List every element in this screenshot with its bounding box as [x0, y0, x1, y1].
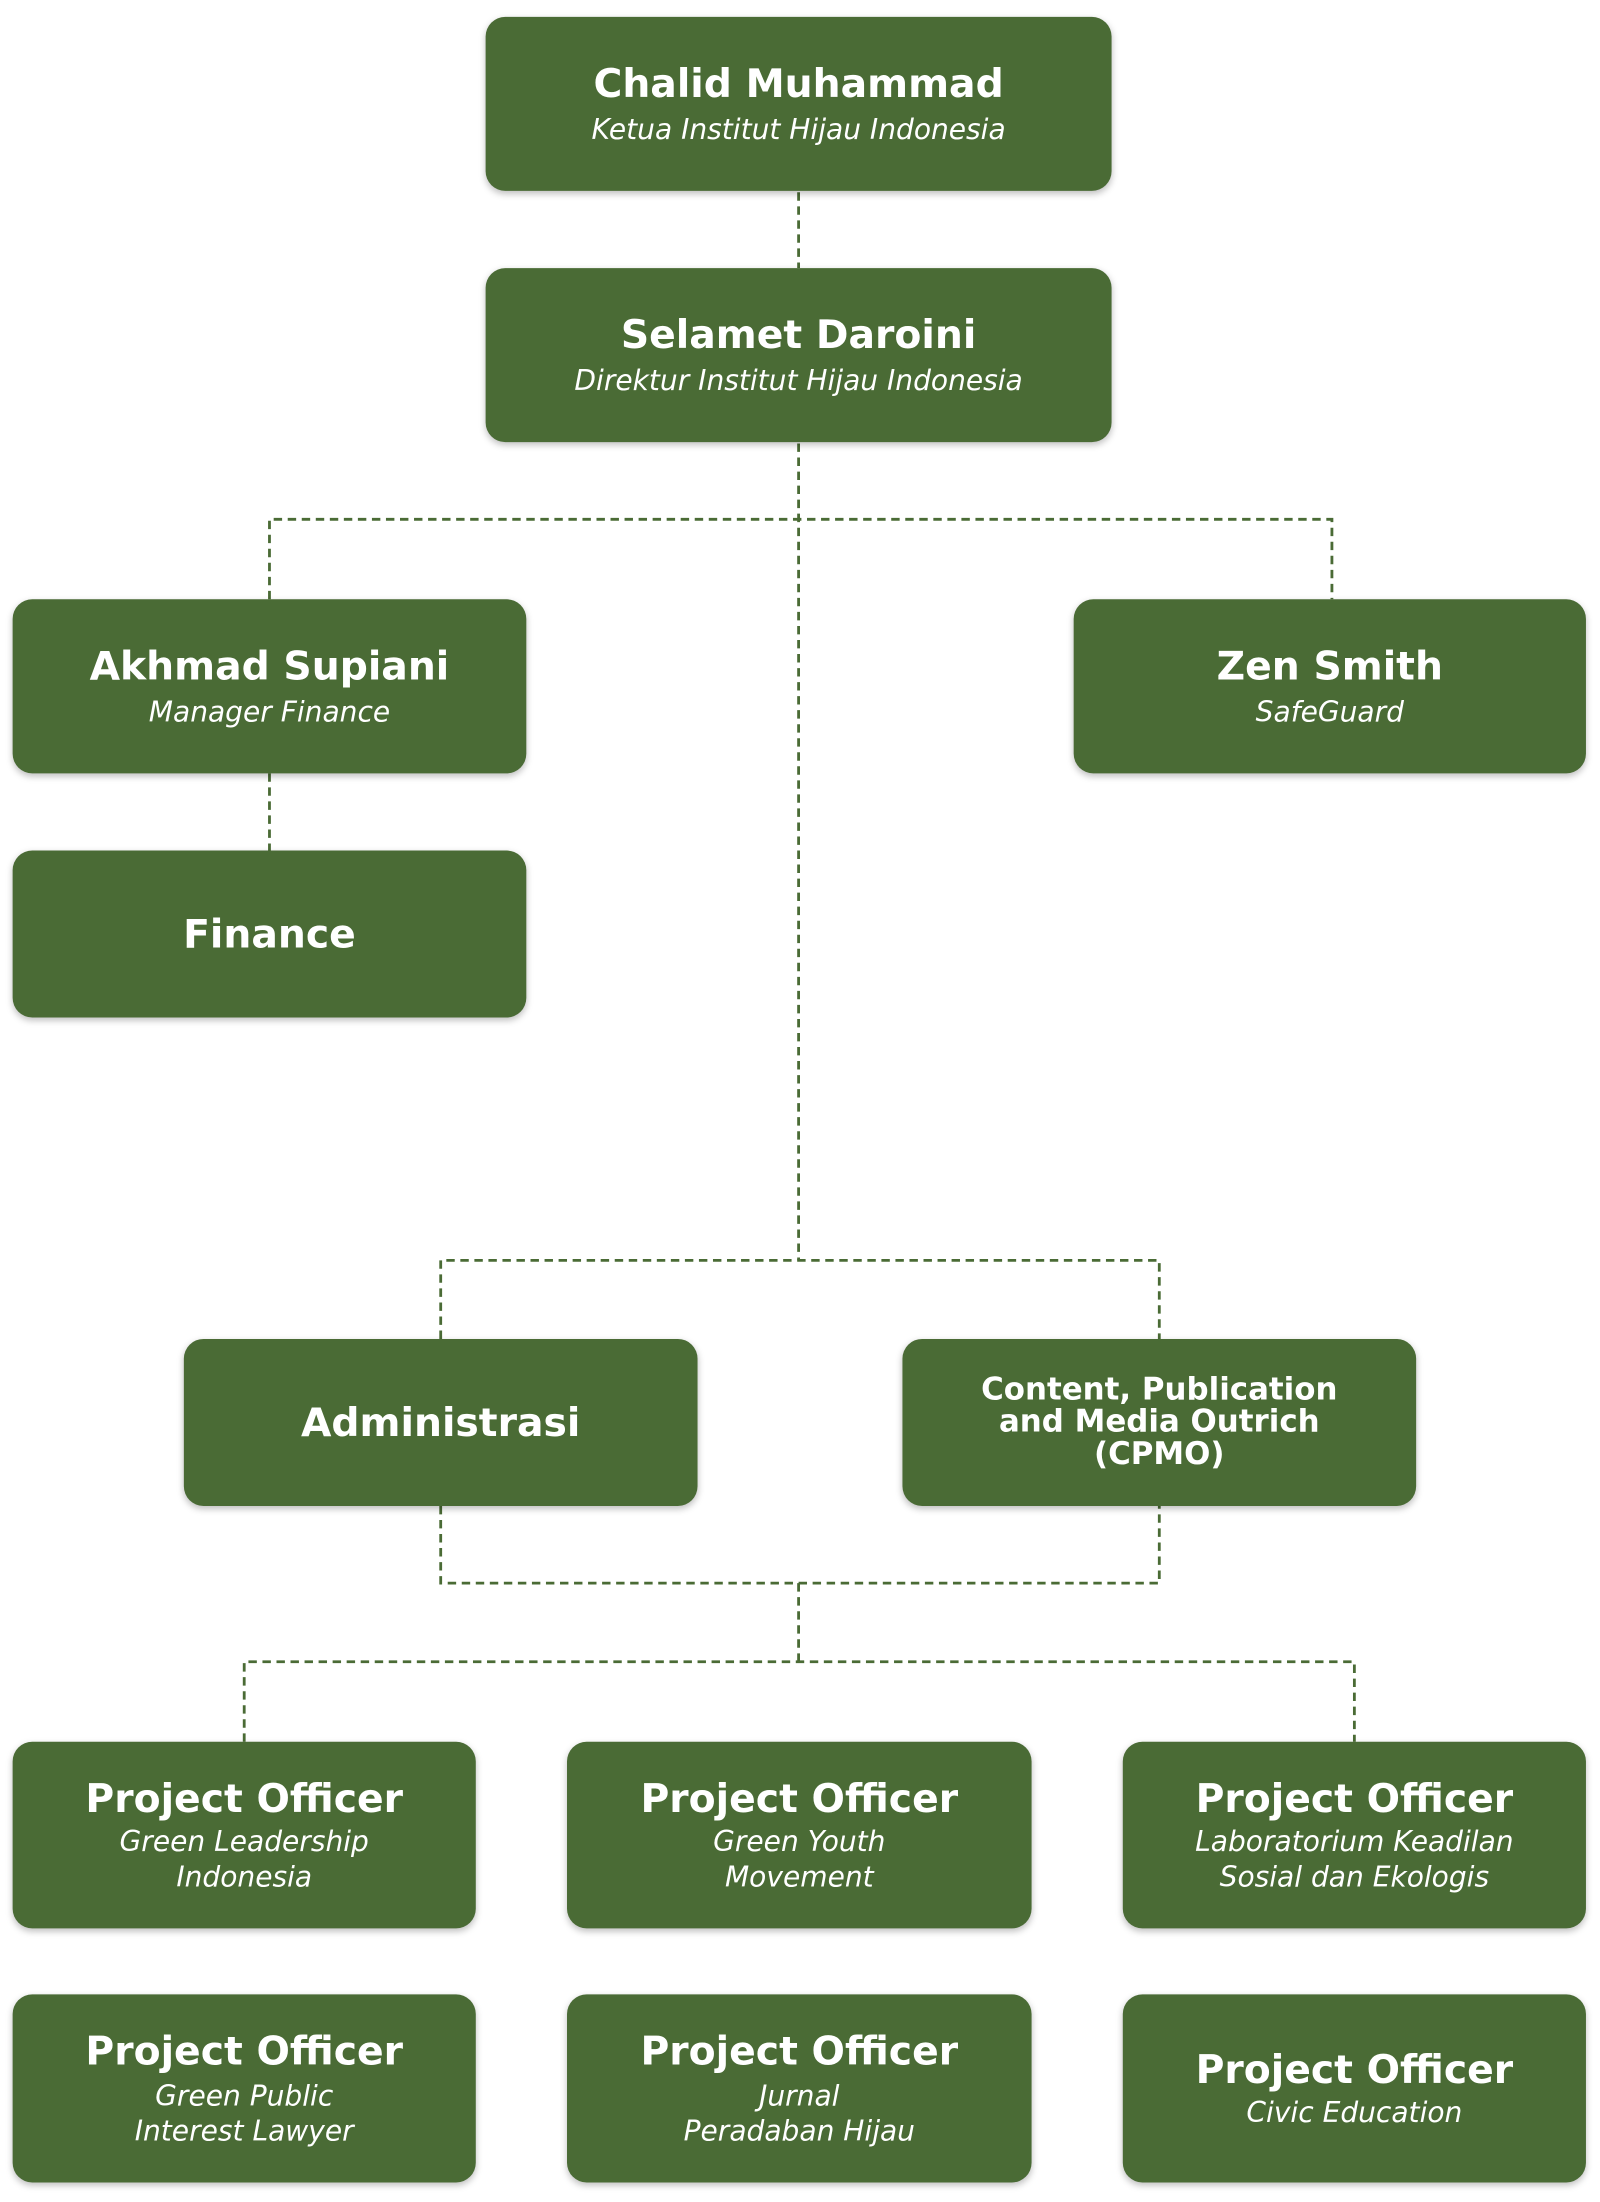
- node-name: Project Officer: [1195, 2045, 1514, 2093]
- node-akhmad-supiani: Akhmad Supiani Manager Finance: [12, 599, 527, 774]
- link-merge-admin-cpmo: [439, 1505, 1161, 1585]
- node-name-line: Content, Publication: [981, 1372, 1338, 1408]
- node-role-line: Indonesia: [176, 1860, 313, 1894]
- node-role-line: Movement: [724, 1860, 874, 1894]
- node-project-officer-civic-education: Project Officer Civic Education: [1122, 1994, 1586, 2183]
- node-name: Chalid Muhammad: [593, 59, 1004, 107]
- node-role-line: Green Public: [155, 2078, 334, 2112]
- node-selamet-daroini: Selamet Daroini Direktur Institut Hijau …: [485, 268, 1112, 443]
- node-chalid-muhammad: Chalid Muhammad Ketua Institut Hijau Ind…: [485, 16, 1112, 191]
- node-finance: Finance: [12, 850, 527, 1018]
- node-role-line: Green Youth: [713, 1824, 886, 1859]
- node-project-officer-green-leadership: Project Officer Green Leadership Indones…: [12, 1741, 476, 1929]
- node-zen-smith: Zen Smith SafeGuard: [1073, 599, 1586, 774]
- node-name-line: (CPMO): [1094, 1437, 1225, 1473]
- node-name: Akhmad Supiani: [89, 642, 450, 689]
- node-name: Zen Smith: [1216, 642, 1443, 689]
- node-role-line: Civic Education: [1246, 2095, 1463, 2130]
- node-project-officer-laboratorium: Project Officer Laboratorium Keadilan So…: [1122, 1741, 1586, 1929]
- node-project-officer-jurnal: Project Officer Jurnal Peradaban Hijau: [567, 1994, 1032, 2183]
- node-name: Project Officer: [1195, 1775, 1514, 1822]
- node-name: Project Officer: [85, 2028, 404, 2075]
- node-name-line: and Media Outrich: [998, 1404, 1320, 1440]
- node-role: Ketua Institut Hijau Indonesia: [591, 112, 1006, 147]
- node-project-officer-green-youth: Project Officer Green Youth Movement: [567, 1741, 1032, 1929]
- link-branch-admin-cpmo: [439, 1258, 1161, 1339]
- node-name: Selamet Daroini: [620, 311, 977, 358]
- node-role: Manager Finance: [148, 695, 391, 729]
- node-name: Project Officer: [640, 1775, 959, 1822]
- node-name: Administrasi: [301, 1398, 581, 1446]
- node-project-officer-green-public: Project Officer Green Public Interest La…: [12, 1994, 476, 2183]
- node-role: SafeGuard: [1255, 695, 1404, 729]
- node-role: Direktur Institut Hijau Indonesia: [574, 363, 1023, 398]
- node-cpmo: Content, Publication and Media Outrich (…: [902, 1338, 1417, 1506]
- node-name: Project Officer: [640, 2028, 959, 2075]
- node-role-line: Green Leadership: [119, 1824, 369, 1859]
- node-role-line: Interest Lawyer: [134, 2113, 354, 2148]
- node-role-line: Jurnal: [759, 2078, 840, 2112]
- node-role-line: Laboratorium Keadilan: [1195, 1824, 1514, 1859]
- node-name: Finance: [183, 910, 356, 957]
- node-role-line: Sosial dan Ekologis: [1219, 1860, 1490, 1894]
- node-name: Project Officer: [85, 1775, 404, 1822]
- node-role-line: Peradaban Hijau: [683, 2113, 915, 2148]
- link-branch-akhmad-zen: [268, 517, 1334, 600]
- node-administrasi: Administrasi: [183, 1338, 698, 1506]
- link-branch-officers: [242, 1660, 1356, 1742]
